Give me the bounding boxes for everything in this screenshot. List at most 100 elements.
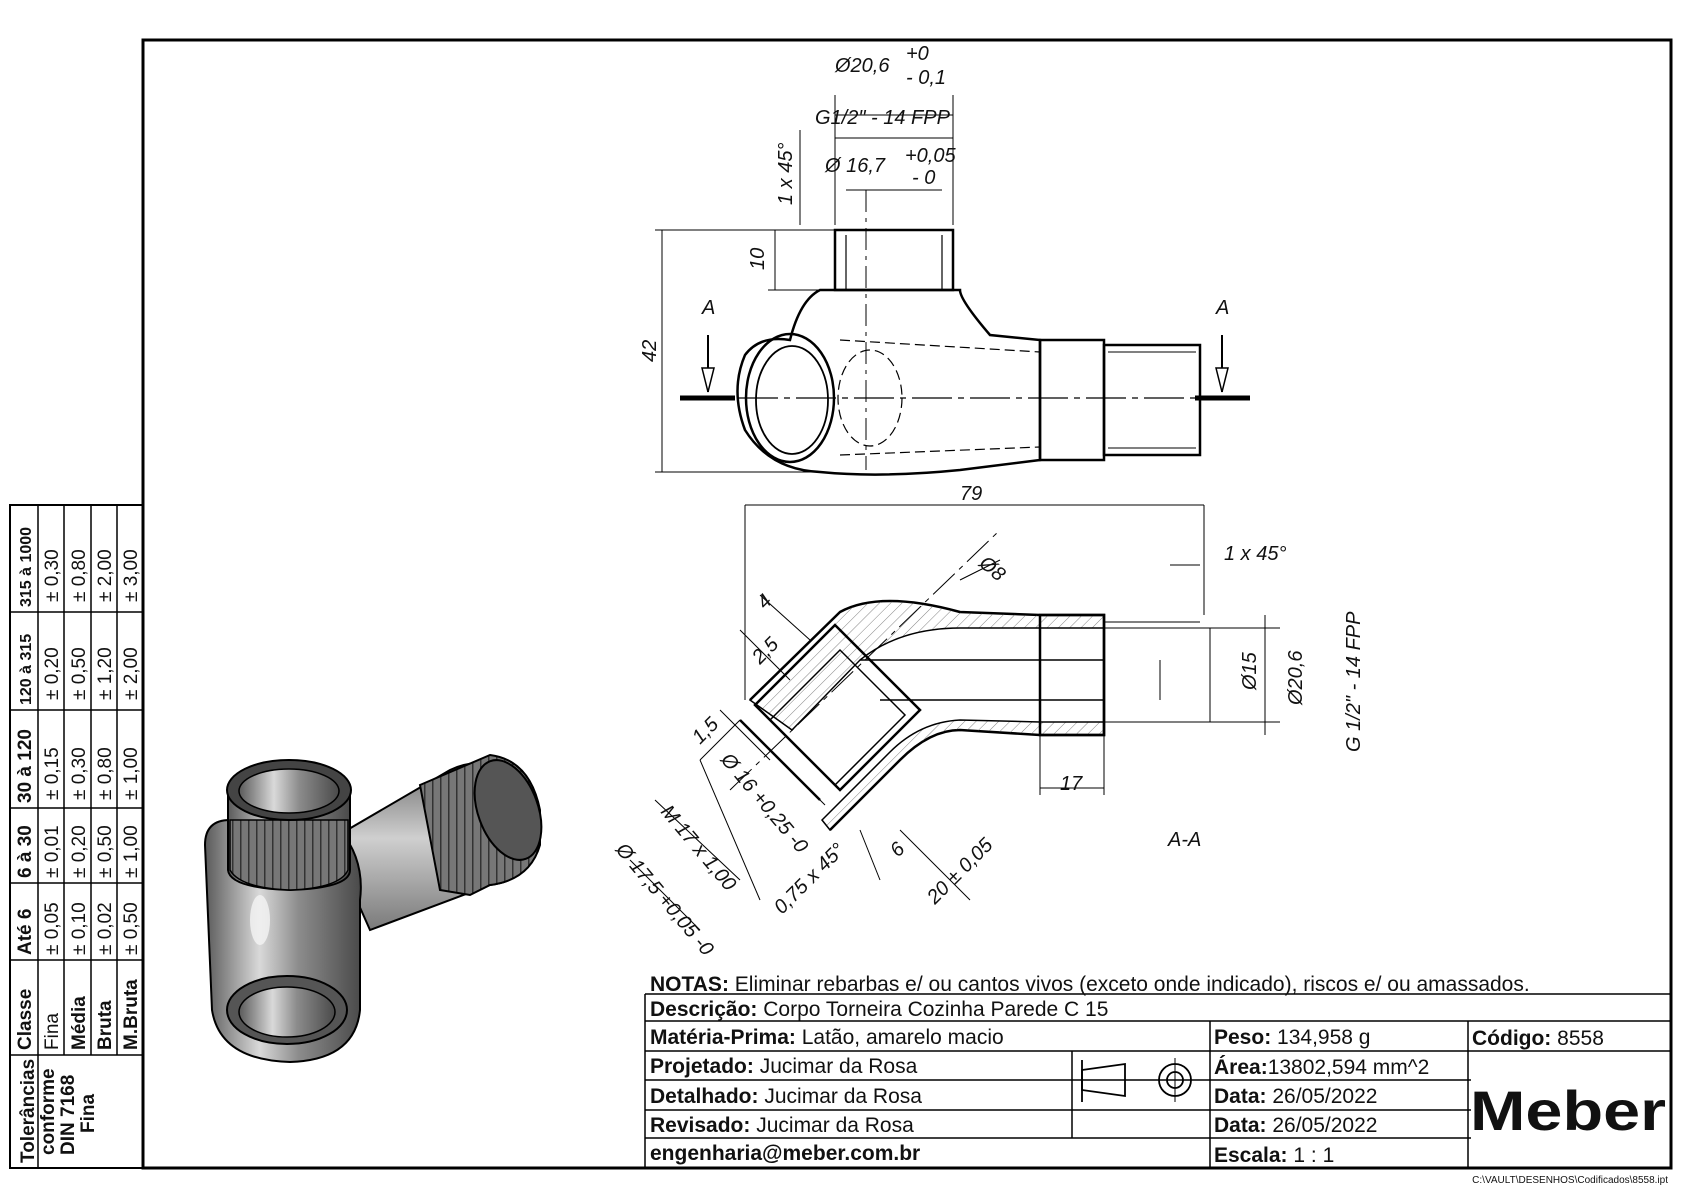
projetado-line: Projetado: Jucimar da Rosa [650,1055,918,1078]
detalhado-label: Detalhado: [650,1085,759,1108]
area-label: Área: [1214,1056,1268,1079]
top-view [655,95,1250,476]
tolerance-class-mbruta: M.Bruta [121,979,142,1050]
tolerance-cell: ± 1,00 [121,747,142,800]
escala-line: Escala: 1 : 1 [1214,1144,1334,1167]
dim-6: 6 [886,837,910,861]
revisado-label: Revisado: [650,1114,750,1137]
detalhado-line: Detalhado: Jucimar da Rosa [650,1085,922,1108]
tolerance-range-3: 30 à 120 [15,729,36,803]
descricao-value: Corpo Torneira Cozinha Parede C 15 [763,998,1108,1021]
descricao-line: Descrição: Corpo Torneira Cozinha Parede… [650,998,1108,1021]
tolerance-cell: ± 0,01 [42,825,63,878]
tolerance-header-classe: Classe [15,989,36,1050]
peso-line: Peso: 134,958 g [1214,1026,1370,1049]
dim-dia-outer-tol-upper: +0 [906,43,929,65]
meber-logo: Meber [1470,1079,1666,1142]
tolerance-cell: ± 3,00 [121,549,142,602]
codigo-value: 8558 [1557,1027,1604,1050]
section-mark-right: A [1215,297,1229,319]
tolerance-cell: ± 0,15 [42,747,63,800]
tolerance-cell: ± 0,02 [95,902,116,955]
data2-value: 26/05/2022 [1272,1114,1377,1137]
tolerance-cell: ± 1,00 [121,825,142,878]
tolerance-side-label-2: conforme [38,1068,59,1155]
tolerance-class-media: Média [69,996,90,1050]
dim-20: 20 ± 0,05 [922,833,998,909]
materia-line: Matéria-Prima: Latão, amarelo macio [650,1026,1004,1049]
tolerance-cell: ± 0,30 [42,549,63,602]
notes-line: NOTAS: Eliminar rebarbas e/ ou cantos vi… [650,973,1530,996]
dim-79: 79 [960,483,982,505]
dim-dia20-6: Ø20,6 [1285,650,1307,706]
dim-dia-inner: Ø 16,7 [824,155,886,177]
tolerance-class-bruta: Bruta [95,1000,116,1050]
tolerance-cell: ± 0,20 [42,647,63,700]
tolerance-cell: ± 0,10 [69,902,90,955]
dim-dia8: Ø8 [974,551,1009,586]
tolerance-side-label-1: Tolerâncias [18,1059,39,1163]
tolerance-range-4: 120 à 315 [18,634,35,705]
dim-thread-top: G1/2" - 14 FPP [815,107,951,129]
dim-chamfer-0-75: 0,75 x 45° [770,839,849,918]
dim-dia-inner-tol-upper: +0,05 [905,145,956,167]
data2-line: Data: 26/05/2022 [1214,1114,1377,1137]
tolerance-cell: ± 0,30 [69,747,90,800]
area-line: Área:13802,594 mm^2 [1214,1056,1429,1079]
dim-chamfer-top: 1 x 45° [775,143,797,205]
detalhado-value: Jucimar da Rosa [764,1085,922,1108]
notes-text: Eliminar rebarbas e/ ou cantos vivos (ex… [735,973,1530,996]
email: engenharia@meber.com.br [650,1142,920,1165]
tolerance-side-label-4: Fina [78,1094,99,1133]
notes-label: NOTAS: [650,973,729,996]
tolerance-table: Tolerâncias conforme DIN 7168 Fina Class… [9,504,144,1169]
tolerance-cell: ± 0,05 [42,902,63,955]
dim-1-5: 1,5 [688,713,724,749]
dim-chamfer-section: 1 x 45° [1224,543,1286,565]
dim-thread-section: G 1/2" - 14 FPP [1343,611,1365,752]
data2-label: Data: [1214,1114,1267,1137]
section-mark-left: A [701,297,715,319]
dim-4: 4 [753,590,776,613]
dim-dia16: Ø 16 +0,25 -0 [716,748,812,857]
projetado-value: Jucimar da Rosa [760,1055,918,1078]
isometric-render [203,753,543,1064]
section-view [629,504,1280,931]
tolerance-cell: ± 0,80 [95,747,116,800]
data1-line: Data: 26/05/2022 [1214,1085,1377,1108]
tolerance-range-2: 6 à 30 [15,825,36,878]
descricao-label: Descrição: [650,998,757,1021]
revisado-line: Revisado: Jucimar da Rosa [650,1114,914,1137]
escala-label: Escala: [1214,1144,1288,1167]
codigo-label: Código: [1472,1027,1551,1050]
tolerance-side-label-3: DIN 7168 [58,1075,79,1155]
dim-17: 17 [1060,773,1083,795]
data1-label: Data: [1214,1085,1267,1108]
area-value: 13802,594 mm^2 [1268,1056,1430,1079]
data1-value: 26/05/2022 [1272,1085,1377,1108]
section-label-aa: A-A [1167,829,1201,851]
dim-dia15: Ø15 [1239,651,1261,691]
tolerance-cell: ± 1,20 [95,647,116,700]
materia-label: Matéria-Prima: [650,1026,796,1049]
tolerance-cell: ± 0,50 [95,825,116,878]
projetado-label: Projetado: [650,1055,754,1078]
revisado-value: Jucimar da Rosa [756,1114,914,1137]
dim-2-5: 2,5 [747,633,784,670]
tolerance-range-5: 315 à 1000 [18,527,35,607]
peso-value: 134,958 g [1277,1026,1370,1049]
tolerance-cell: ± 0,50 [69,647,90,700]
tolerance-cell: ± 2,00 [121,647,142,700]
tolerance-class-fina: Fina [42,1013,63,1050]
title-block [644,993,1671,1168]
materia-value: Latão, amarelo macio [802,1026,1004,1049]
tolerance-cell: ± 0,50 [121,902,142,955]
tolerance-cell: ± 2,00 [95,549,116,602]
tolerance-cell: ± 0,80 [69,549,90,602]
peso-label: Peso: [1214,1026,1271,1049]
file-path: C:\VAULT\DESENHOS\Codificados\8558.ipt [1472,1175,1668,1186]
tolerance-range-1: Até 6 [15,909,36,955]
dim-10: 10 [747,248,769,270]
dim-dia-outer-tol-lower: - 0,1 [906,67,946,89]
